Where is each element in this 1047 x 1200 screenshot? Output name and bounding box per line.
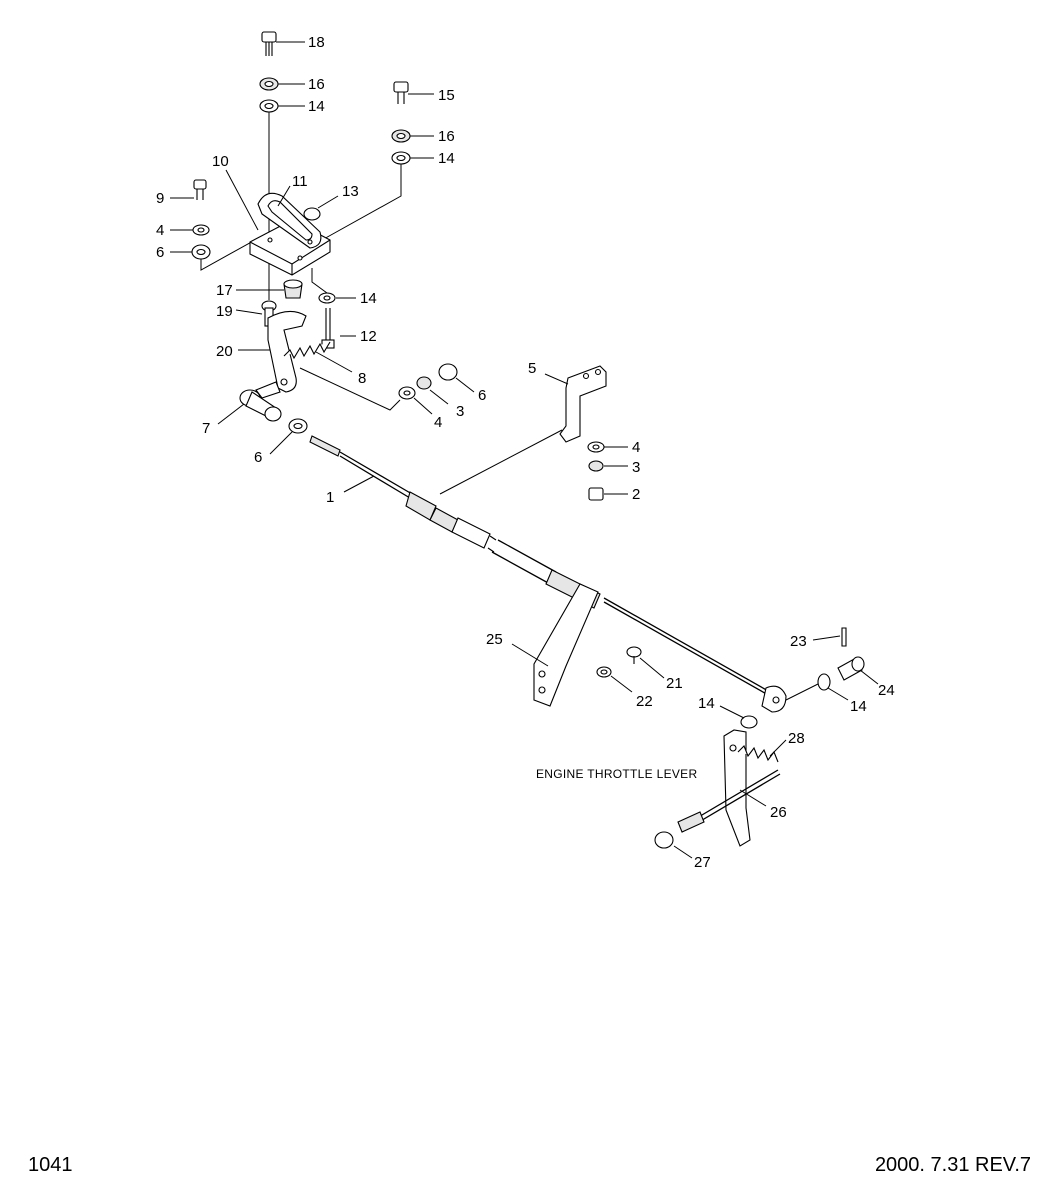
part-13-knob xyxy=(303,207,321,221)
part-3-washer-right xyxy=(588,460,604,472)
part-16-lock-washer-right xyxy=(391,129,411,143)
callout-19: 19 xyxy=(216,303,233,320)
part-14-washer-pin xyxy=(817,673,831,691)
callout-20: 20 xyxy=(216,343,233,360)
part-8-spring xyxy=(283,341,331,360)
callout-14-right: 14 xyxy=(438,150,455,167)
part-26-rod xyxy=(677,769,781,833)
callout-4-right: 4 xyxy=(632,439,640,456)
part-17-plug xyxy=(283,279,303,299)
part-24-clevis-pin xyxy=(837,656,865,681)
part-20-lever xyxy=(267,310,307,393)
part-6-nut-mid xyxy=(438,363,458,381)
part-3-washer-mid xyxy=(416,376,432,390)
callout-22: 22 xyxy=(636,693,653,710)
part-6-nut xyxy=(191,244,211,260)
date-revision: 2000. 7.31 REV.7 xyxy=(874,1154,1031,1176)
callout-16-right: 16 xyxy=(438,128,455,145)
callout-17: 17 xyxy=(216,282,233,299)
callout-25: 25 xyxy=(486,631,503,648)
callout-4: 4 xyxy=(156,222,164,239)
callout-8: 8 xyxy=(358,370,366,387)
callout-16: 16 xyxy=(308,76,325,93)
callout-15: 15 xyxy=(438,87,455,104)
part-10-11-throttle-bracket xyxy=(249,192,331,276)
part-22-washer xyxy=(596,666,612,678)
callout-10: 10 xyxy=(212,153,229,170)
callout-6: 6 xyxy=(156,244,164,261)
part-4-washer xyxy=(192,224,210,236)
callout-3-right: 3 xyxy=(632,459,640,476)
part-14-washer xyxy=(259,99,279,113)
callout-3-mid: 3 xyxy=(456,403,464,420)
part-7-ball-joint xyxy=(239,381,282,422)
part-5-cable-bracket xyxy=(559,365,607,443)
callout-9: 9 xyxy=(156,190,164,207)
callout-26: 26 xyxy=(770,804,787,821)
callout-14: 14 xyxy=(308,98,325,115)
part-14-washer-rod xyxy=(740,715,758,729)
part-4-washer-mid xyxy=(398,386,416,400)
callout-23: 23 xyxy=(790,633,807,650)
part-14-washer-right xyxy=(391,151,411,165)
part-27-nut xyxy=(654,831,674,849)
part-18-bolt xyxy=(261,31,277,56)
callout-5: 5 xyxy=(528,360,536,377)
page-number: 1041 xyxy=(28,1154,73,1176)
callout-7: 7 xyxy=(202,420,210,437)
callout-14-pin: 14 xyxy=(850,698,867,715)
part-12-bolt xyxy=(321,308,335,349)
callout-21: 21 xyxy=(666,675,683,692)
callout-2: 2 xyxy=(632,486,640,503)
part-16-lock-washer xyxy=(259,77,279,91)
part-4-washer-right xyxy=(587,441,605,453)
part-6-nut-left xyxy=(288,418,308,434)
engine-throttle-lever-label: ENGINE THROTTLE LEVER xyxy=(536,767,697,781)
engine-throttle-lever xyxy=(723,729,751,847)
callout-12: 12 xyxy=(360,328,377,345)
callout-4-mid: 4 xyxy=(434,414,442,431)
callout-28: 28 xyxy=(788,730,805,747)
callout-1: 1 xyxy=(326,489,334,506)
part-2-bolt xyxy=(588,487,604,501)
callout-14-mid: 14 xyxy=(360,290,377,307)
part-25-support-bracket xyxy=(533,583,599,707)
part-15-bolt xyxy=(393,81,409,104)
callout-18: 18 xyxy=(308,34,325,51)
part-21-bolt xyxy=(626,646,642,664)
callout-6-mid: 6 xyxy=(478,387,486,404)
callout-6-left: 6 xyxy=(254,449,262,466)
part-23-cotter-pin xyxy=(841,627,847,647)
part-9-bolt xyxy=(193,179,207,200)
callout-14-rod: 14 xyxy=(698,695,715,712)
callout-27: 27 xyxy=(694,854,711,871)
callout-13: 13 xyxy=(342,183,359,200)
callout-24: 24 xyxy=(878,682,895,699)
part-14-washer-mid xyxy=(318,292,336,304)
callout-11: 11 xyxy=(292,173,308,190)
